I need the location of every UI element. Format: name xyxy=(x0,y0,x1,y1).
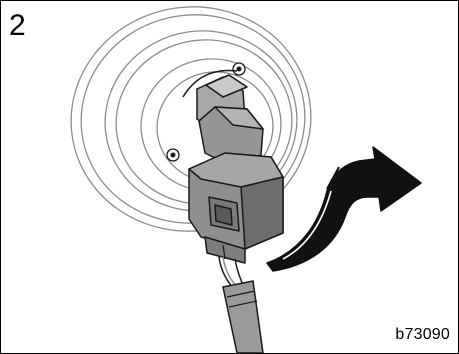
step-number: 2 xyxy=(9,9,26,43)
curved-removal-arrow-icon xyxy=(267,147,421,271)
bulb-socket-connector-icon xyxy=(189,75,283,263)
wire-harness-icon xyxy=(219,257,263,353)
figure-code: b73090 xyxy=(395,326,450,344)
